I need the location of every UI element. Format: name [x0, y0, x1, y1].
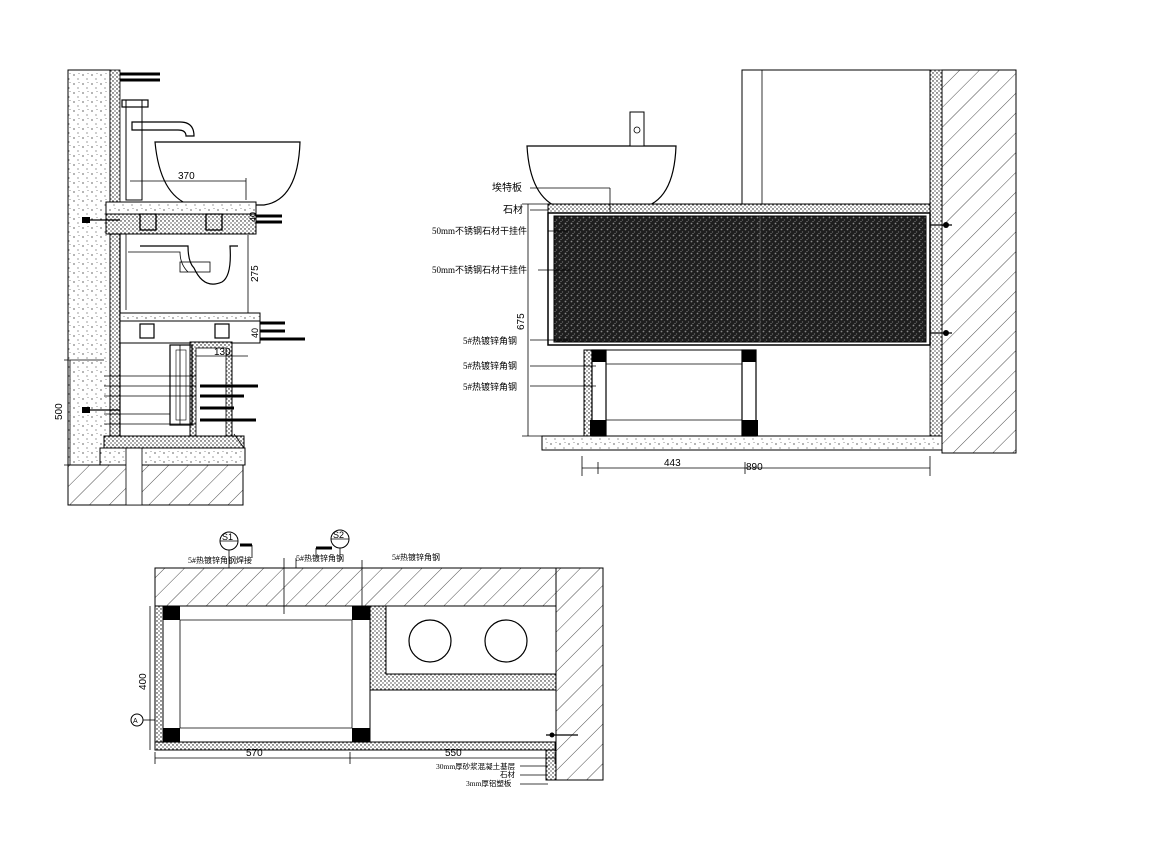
dim-675: 675 — [516, 313, 527, 330]
dim-40a: 40 — [248, 212, 258, 222]
plan-label-weld: 5#热镀锌角钢焊接 — [188, 555, 252, 565]
p-trap — [140, 245, 238, 285]
plan-label-aluminium: 3mm厚铝塑板 — [466, 778, 512, 788]
label-stone: 石材 — [503, 203, 523, 216]
section-drawing-left: 370 40 275 40 130 — [54, 69, 305, 506]
faucet — [629, 111, 645, 147]
vessel-basin — [526, 145, 677, 209]
faucet-spout — [131, 121, 195, 137]
plan-drawing-bottom: S1 S2 A — [130, 529, 604, 788]
dim-370: 370 — [178, 171, 195, 182]
svg-text:A: A — [133, 718, 138, 725]
side-wall — [941, 69, 1017, 454]
marker-s1-label: S1 — [222, 532, 233, 542]
label-dry-hanger-2: 50mm不锈钢石材干挂件 — [432, 264, 527, 275]
basin-2 — [484, 619, 528, 663]
dim-400: 400 — [138, 673, 149, 690]
label-etabo: 埃特板 — [492, 181, 522, 194]
drain-pipe — [125, 447, 143, 506]
faucet-handle — [121, 99, 149, 108]
dim-550: 550 — [445, 748, 462, 759]
label-angle-steel-1: 5#热镀锌角钢 — [463, 335, 517, 346]
plan-label-angle-2: 5#热镀锌角钢 — [392, 552, 440, 562]
dim-130: 130 — [214, 347, 231, 358]
elevation-drawing-right: 埃特板 石材 50mm不锈钢石材干挂件 50mm不锈钢石材干挂件 5#热镀锌角钢… — [432, 69, 1017, 476]
plan-label-angle: 5#热镀锌角钢 — [296, 553, 344, 563]
wall-concrete — [67, 69, 111, 506]
dim-40b: 40 — [250, 328, 260, 338]
stone-cladding — [553, 215, 927, 343]
marker-s2-label: S2 — [333, 530, 344, 540]
cabinet-body — [162, 605, 371, 743]
plan-label-stone: 石材 — [500, 769, 515, 779]
dim-275: 275 — [250, 265, 261, 282]
label-dry-hanger-1: 50mm不锈钢石材干挂件 — [432, 225, 527, 236]
wash-basin — [154, 141, 301, 206]
dim-500: 500 — [54, 403, 65, 420]
label-angle-steel-2: 5#热镀锌角钢 — [463, 360, 517, 371]
dim-570: 570 — [246, 748, 263, 759]
wall-panel — [741, 69, 931, 205]
countertop-stone — [105, 201, 257, 215]
countertop-substrate — [105, 213, 257, 235]
dim-890: 890 — [746, 462, 763, 473]
faucet-body — [125, 99, 143, 201]
floor-screed — [99, 447, 246, 466]
stone-top — [547, 203, 931, 214]
dim-443: 443 — [664, 458, 681, 469]
floor-finish — [541, 435, 943, 451]
floor-slab — [67, 464, 244, 506]
wall-render-layer — [109, 69, 121, 466]
basin-1 — [408, 619, 452, 663]
plan-label-mortar: 30mm厚砂浆混凝土基层 — [436, 761, 516, 771]
label-angle-steel-3: 5#热镀锌角钢 — [463, 381, 517, 392]
